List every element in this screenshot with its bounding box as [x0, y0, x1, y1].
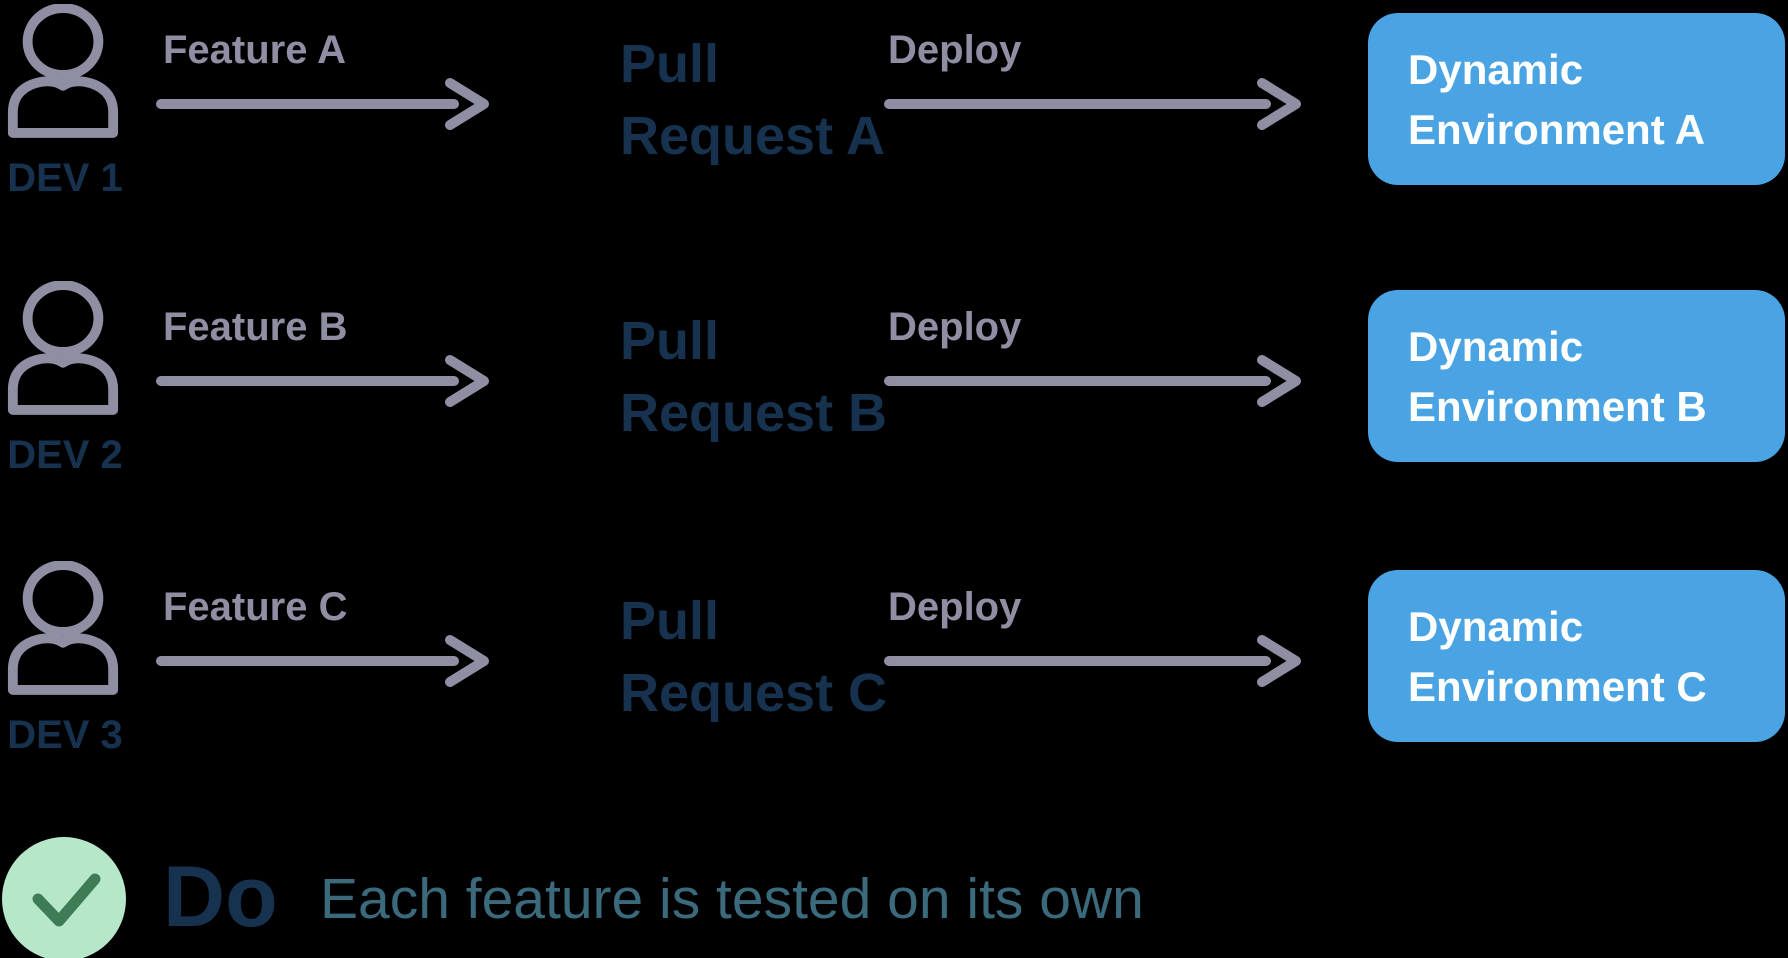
- pull-request-label: Pull Request B: [620, 311, 888, 443]
- deploy-label: Deploy: [888, 305, 1022, 349]
- arrow-right-icon: [156, 78, 489, 130]
- arrow-right-icon: [884, 355, 1301, 407]
- verdict-do-label: Do: [163, 849, 278, 945]
- dynamic-environment-box: Dynamic Environment C: [1368, 570, 1785, 742]
- dev-label: DEV 1: [7, 156, 123, 200]
- check-icon: [2, 837, 126, 958]
- dev-label: DEV 2: [7, 433, 123, 477]
- arrow-right-icon: [884, 635, 1301, 687]
- workflow-row-a: DEV 1 Feature A Pull Request A Deploy Dy…: [0, 0, 1788, 232]
- feature-branch-label: Feature A: [163, 28, 347, 72]
- arrow-right-icon: [884, 78, 1301, 130]
- workflow-row-b: DEV 2 Feature B Pull Request B Deploy Dy…: [0, 277, 1788, 509]
- feature-branch-label: Feature B: [163, 305, 348, 349]
- deploy-label: Deploy: [888, 585, 1022, 629]
- dynamic-environment-box: Dynamic Environment A: [1368, 13, 1785, 185]
- verdict-message: Each feature is tested on its own: [320, 867, 1144, 931]
- pull-request-label: Pull Request A: [620, 34, 886, 166]
- developer-icon: [7, 4, 119, 138]
- workflow-row-c: DEV 3 Feature C Pull Request C Deploy Dy…: [0, 557, 1788, 789]
- dynamic-environment-label: Dynamic Environment C: [1408, 603, 1707, 710]
- arrow-right-icon: [156, 635, 489, 687]
- pull-request-label: Pull Request C: [620, 591, 888, 723]
- dynamic-environment-label: Dynamic Environment A: [1408, 46, 1706, 153]
- feature-branch-label: Feature C: [163, 585, 348, 629]
- developer-icon: [7, 561, 119, 695]
- arrow-right-icon: [156, 355, 489, 407]
- dynamic-environment-box: Dynamic Environment B: [1368, 290, 1785, 462]
- developer-icon: [7, 281, 119, 415]
- deploy-label: Deploy: [888, 28, 1022, 72]
- dev-label: DEV 3: [7, 713, 123, 757]
- dynamic-environment-label: Dynamic Environment B: [1408, 323, 1707, 430]
